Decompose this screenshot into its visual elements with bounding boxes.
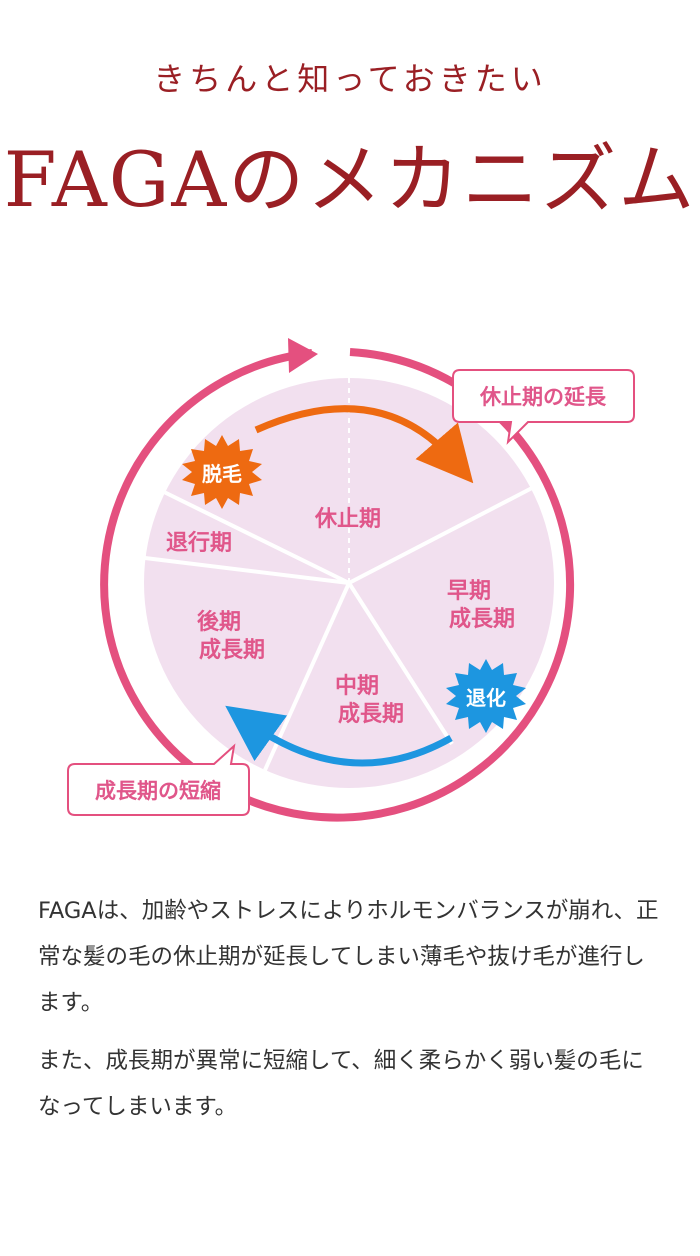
phase-label-early-1: 早期 (447, 579, 491, 604)
cycle-ring-arrowhead (288, 338, 318, 373)
phase-label-regression: 退行期 (166, 530, 232, 556)
pie-divider-early-mid (347, 581, 454, 746)
callout-rest-extended-box (452, 369, 635, 445)
page-title: FAGAのメカニズム (3, 135, 697, 224)
hair-cycle-diagram: 休止期 早期 成長期 中期 成長期 後期 成長期 退行期 脱毛 退化 休止期の延… (67, 338, 635, 822)
phase-label-mid-1: 中期 (335, 674, 379, 699)
phase-label-mid-2: 成長期 (338, 702, 404, 727)
degeneration-burst-icon (446, 659, 526, 733)
callout-growth-shortened-label: 成長期の短縮 (95, 779, 221, 803)
cycle-ring (100, 348, 575, 822)
phase-label-late-2: 成長期 (199, 638, 265, 663)
callout-rest-extended-label: 休止期の延長 (479, 385, 607, 409)
pie-divider-regress-rest (159, 488, 350, 585)
degeneration-badge-label: 退化 (466, 686, 506, 710)
pie-divider-rest-early (348, 486, 533, 585)
callout-growth-shortened-box (67, 743, 250, 816)
shedding-burst-icon (182, 435, 262, 509)
page-subtitle: きちんと知っておきたい (153, 60, 547, 98)
phase-label-late-1: 後期 (197, 609, 241, 635)
growth-shortening-arrow (225, 705, 453, 767)
phase-label-early-2: 成長期 (449, 607, 515, 632)
shedding-badge-label: 脱毛 (202, 462, 242, 486)
rest-extension-arrow (254, 405, 474, 484)
phase-label-rest: 休止期 (314, 507, 381, 532)
pie-divider-late-regress (144, 556, 350, 585)
explanation-paragraph-2: また、成長期が異常に短縮して、細く柔らかく弱い髪の毛になってしまいます。 (38, 1048, 644, 1120)
explanation-paragraph-1: FAGAは、加齢やストレスによりホルモンバランスが崩れ、正常な髪の毛の休止期が延… (38, 898, 659, 1016)
